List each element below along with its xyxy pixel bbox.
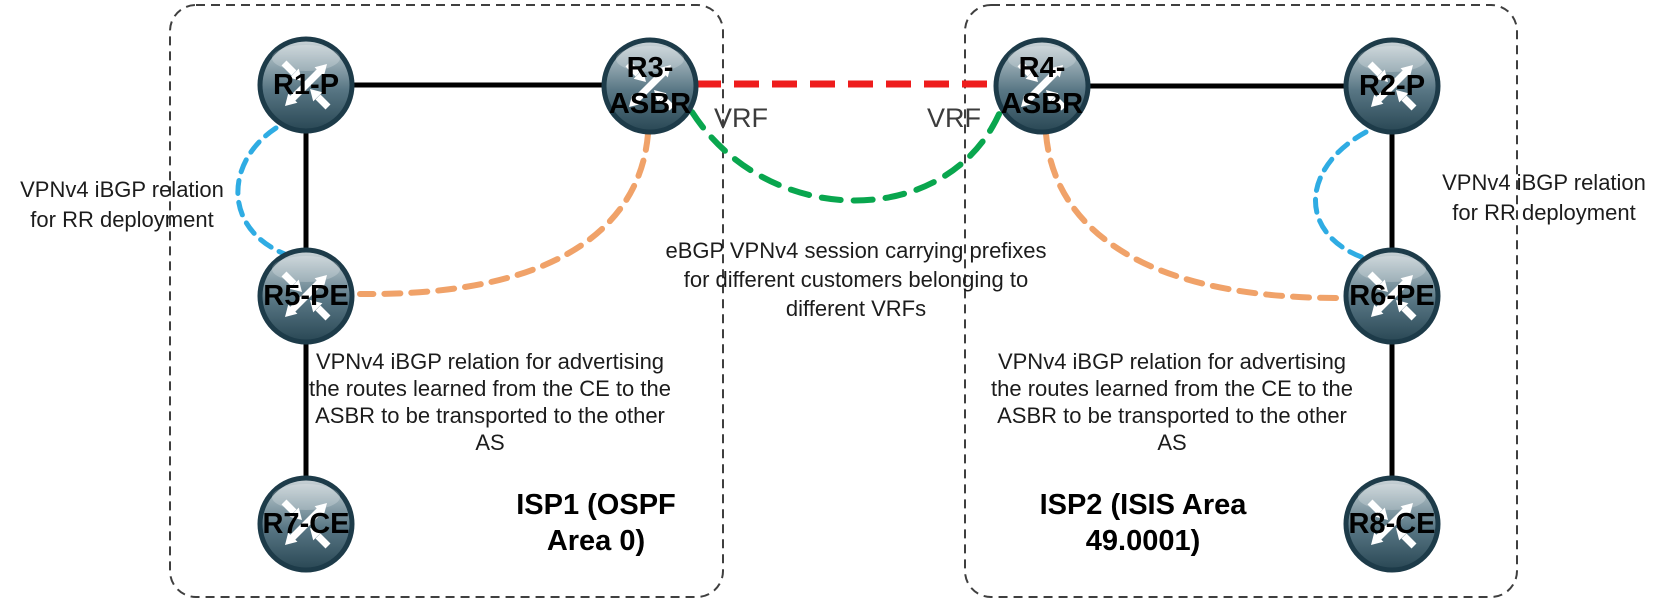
router-label-line1: R4- bbox=[1018, 52, 1066, 84]
annotation-line: ASBR to be transported to the other bbox=[315, 403, 665, 428]
annotation-advertise-isp2: VPNv4 iBGP relation for advertising the … bbox=[957, 348, 1387, 456]
router-label-line1: R3- bbox=[626, 52, 674, 84]
annotation-line: AS bbox=[1157, 430, 1187, 455]
annotation-line: for different customers belonging to bbox=[683, 267, 1029, 292]
router-r8-ce: R8-CE bbox=[1342, 474, 1442, 574]
router-label: R7-CE bbox=[262, 508, 350, 540]
isp1-label-line2: Area 0) bbox=[546, 525, 646, 557]
router-r7-ce: R7-CE bbox=[256, 474, 356, 574]
router-label: R3- ASBR bbox=[609, 50, 691, 122]
annotation-line: for RR deployment bbox=[30, 207, 214, 232]
isp2-label-line2: 49.0001) bbox=[1085, 525, 1201, 557]
ibgp-rr-curve-isp1 bbox=[235, 125, 293, 259]
router-r5-pe: R5-PE bbox=[256, 246, 356, 346]
router-r4-asbr: R4- ASBR bbox=[992, 36, 1092, 136]
ibgp-rr-curve-isp2 bbox=[1313, 129, 1369, 261]
isp2-label-line1: ISP2 (ISIS Area bbox=[1039, 489, 1247, 521]
ibgp-advertise-curve-isp2 bbox=[1043, 131, 1341, 301]
annotation-line: the routes learned from the CE to the bbox=[991, 376, 1353, 401]
router-label-line2: ASBR bbox=[608, 88, 692, 120]
router-label: R5-PE bbox=[263, 280, 349, 312]
annotation-line: eBGP VPNv4 session carrying prefixes bbox=[665, 238, 1047, 263]
ibgp-advertise-curve-isp1 bbox=[357, 131, 651, 298]
vrf-label-left: VRF bbox=[714, 103, 768, 133]
ebgp-vpnv4-curve bbox=[689, 109, 1003, 204]
annotation-line: VPNv4 iBGP relation for advertising bbox=[997, 349, 1347, 374]
annotation-line: VPNv4 iBGP relation for advertising bbox=[315, 349, 665, 374]
annotation-ebgp-session: eBGP VPNv4 session carrying prefixes for… bbox=[640, 236, 1072, 323]
router-label: R4- ASBR bbox=[1001, 50, 1083, 122]
router-r2-p: R2-P bbox=[1342, 36, 1442, 136]
annotation-line: for RR deployment bbox=[1452, 200, 1636, 225]
router-label-line2: ASBR bbox=[1000, 88, 1084, 120]
router-label: R8-CE bbox=[1348, 508, 1436, 540]
annotation-line: VPNv4 iBGP relation bbox=[20, 177, 224, 202]
annotation-line: AS bbox=[475, 430, 505, 455]
annotation-rr-right: VPNv4 iBGP relation for RR deployment bbox=[1414, 168, 1673, 228]
isp1-label: ISP1 (OSPF Area 0) bbox=[446, 487, 746, 559]
annotation-advertise-isp1: VPNv4 iBGP relation for advertising the … bbox=[275, 348, 705, 456]
isp2-boundary bbox=[964, 4, 1518, 598]
router-r3-asbr: R3- ASBR bbox=[600, 36, 700, 136]
annotation-line: VPNv4 iBGP relation bbox=[1442, 170, 1646, 195]
router-r6-pe: R6-PE bbox=[1342, 246, 1442, 346]
annotation-line: ASBR to be transported to the other bbox=[997, 403, 1347, 428]
router-label: R6-PE bbox=[1349, 280, 1435, 312]
router-r1-p: R1-P bbox=[256, 35, 356, 135]
isp1-label-line1: ISP1 (OSPF bbox=[516, 489, 676, 521]
router-label: R2-P bbox=[1358, 70, 1426, 102]
annotation-line: the routes learned from the CE to the bbox=[309, 376, 671, 401]
isp1-boundary bbox=[169, 4, 724, 598]
annotation-rr-left: VPNv4 iBGP relation for RR deployment bbox=[0, 175, 254, 235]
isp2-label: ISP2 (ISIS Area 49.0001) bbox=[993, 487, 1293, 559]
annotation-line: different VRFs bbox=[785, 296, 927, 321]
router-label: R1-P bbox=[272, 69, 340, 101]
vrf-label-right: VRF bbox=[927, 103, 981, 133]
